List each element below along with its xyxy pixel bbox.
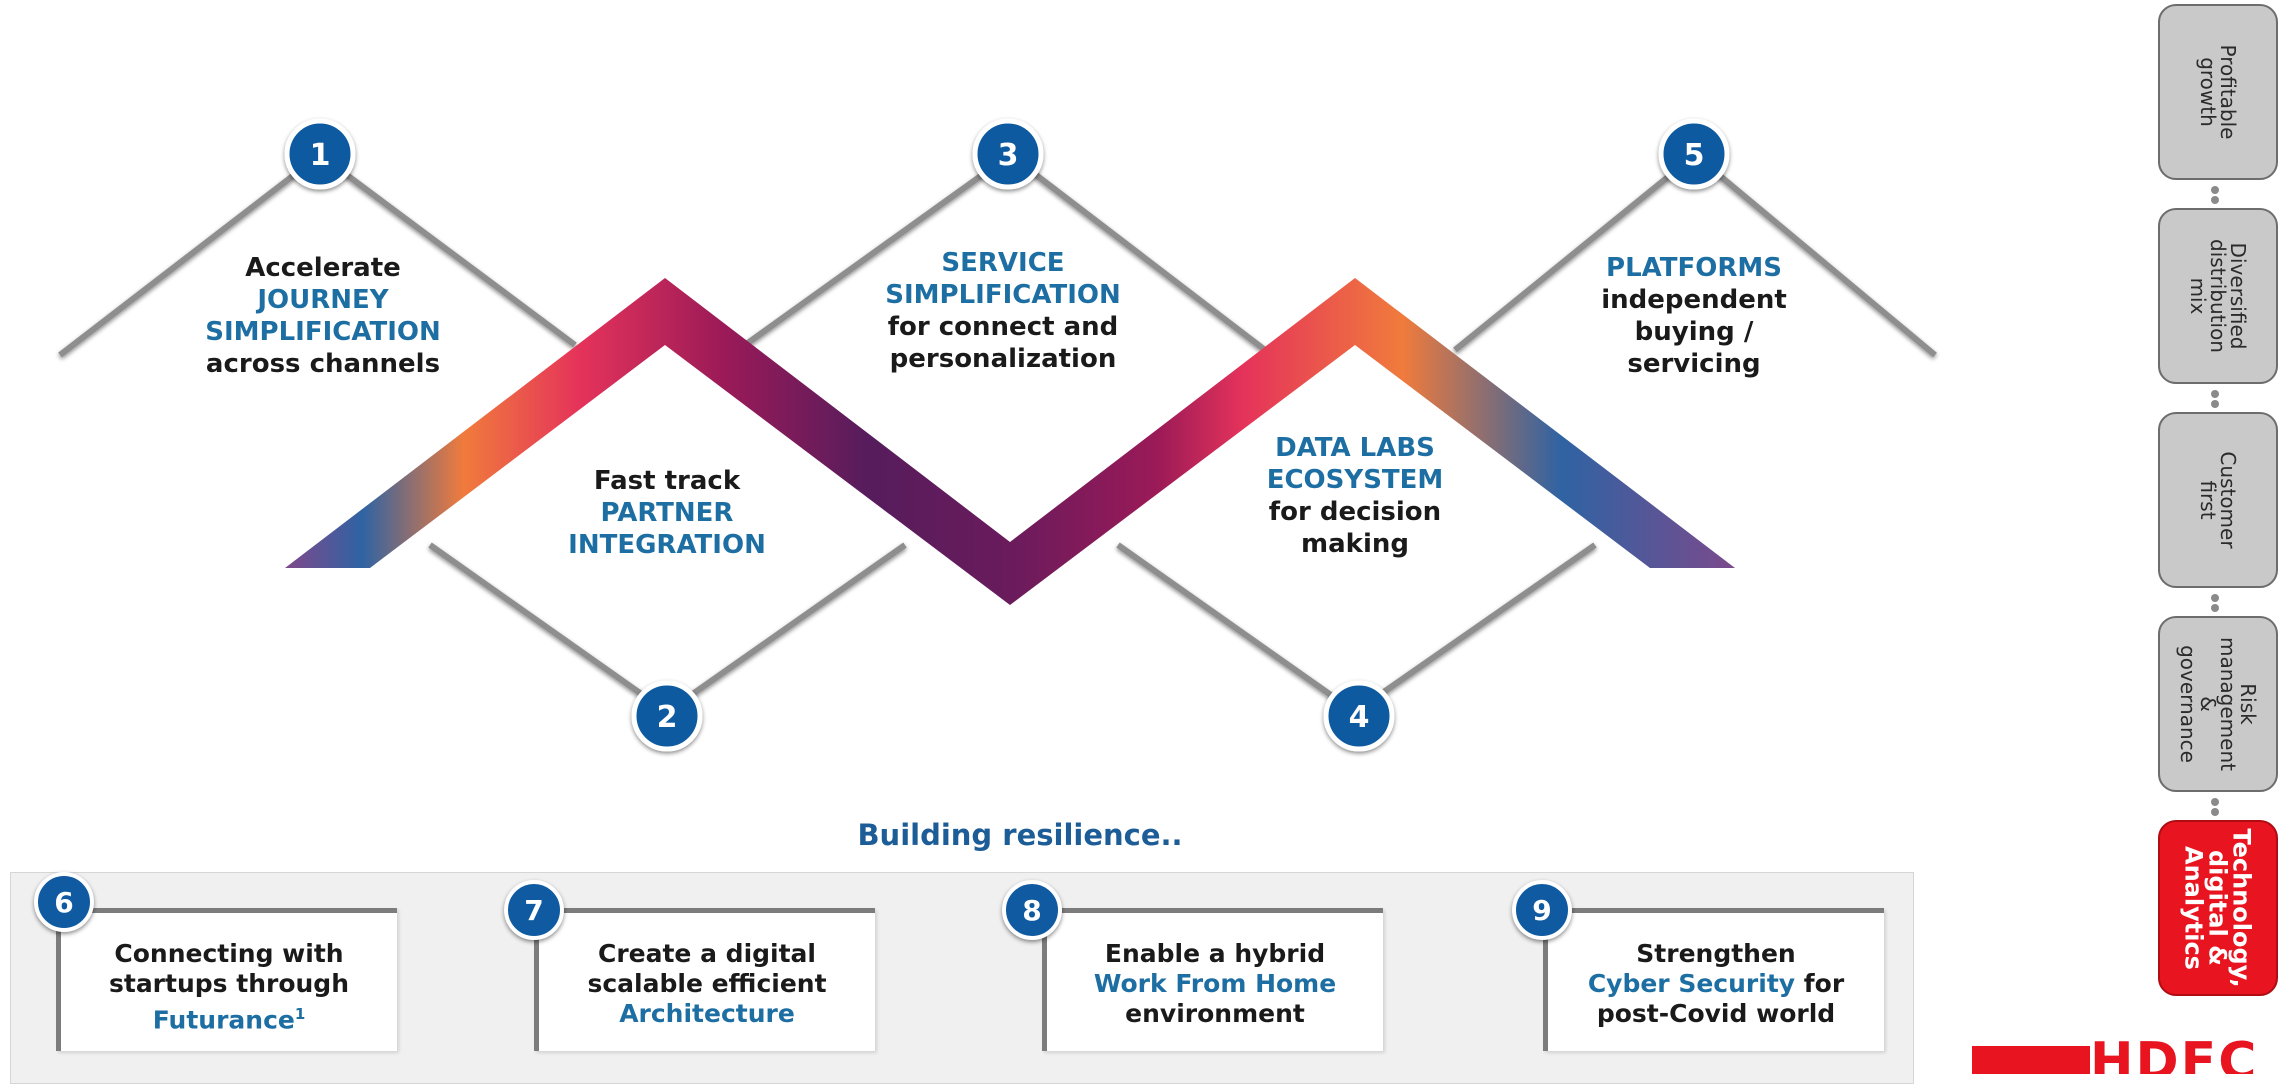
card-highlight: Cyber Security <box>1587 969 1796 998</box>
step-number-badge <box>1323 680 1395 752</box>
rail-connector-dot <box>2211 594 2219 602</box>
card-line: scalable efficient <box>587 969 827 998</box>
rail-tab-label: Profitable growth <box>2196 44 2240 140</box>
step-number-badge <box>1658 118 1730 190</box>
step-label-line: INTEGRATION <box>568 530 766 560</box>
step-label-line: SIMPLIFICATION <box>885 280 1120 310</box>
resilience-card-9: Strengthen Cyber Security for post-Covid… <box>1543 908 1884 1051</box>
step-number: 2 <box>657 700 678 735</box>
logo-text: HDFC <box>2090 1040 2259 1074</box>
step-label-line: across channels <box>206 349 440 379</box>
footnote-marker: 1 <box>294 1005 306 1023</box>
step-label-line: PLATFORMS <box>1606 253 1782 283</box>
rail-tab-profitable-growth[interactable]: Profitable growth <box>2158 4 2278 180</box>
card-text: Create a digital scalable efficient Arch… <box>539 939 875 1029</box>
step-label-line: DATA LABS <box>1275 433 1435 463</box>
step-label-line: PARTNER <box>601 498 734 528</box>
rail-tab-label: Technology, digital & Analytics <box>2180 828 2257 988</box>
rail-tab-technology[interactable]: Technology, digital & Analytics <box>2158 820 2278 996</box>
step-label-line: making <box>1301 529 1409 559</box>
rail-connector-dot <box>2211 808 2219 816</box>
rail-tab-risk-management[interactable]: Risk management & governance <box>2158 616 2278 792</box>
step-label-line: SERVICE <box>941 248 1064 278</box>
step-label-line: ECOSYSTEM <box>1267 465 1444 495</box>
rail-tab-customer-first[interactable]: Customer first <box>2158 412 2278 588</box>
step-number: 3 <box>998 138 1019 173</box>
step-label-line: servicing <box>1627 349 1760 379</box>
step-number: 4 <box>1349 700 1370 735</box>
rail-connector-dot <box>2211 186 2219 194</box>
card-line: startups through <box>108 969 349 998</box>
rail-tab-label: Diversified distribution mix <box>2186 239 2250 353</box>
rail-tab-label: Customer first <box>2196 451 2240 549</box>
step-number-badge <box>972 118 1044 190</box>
resilience-heading: Building resilience.. <box>857 818 1183 852</box>
card-line: post-Covid world <box>1596 999 1836 1028</box>
rail-connector-dot <box>2211 798 2219 806</box>
card-line: environment <box>1125 999 1305 1028</box>
rail-connector-dot <box>2211 390 2219 398</box>
card-number-badge: 8 <box>1002 880 1062 940</box>
card-highlight: Architecture <box>619 999 795 1028</box>
step-label-line: Fast track <box>594 466 741 496</box>
step-label-line: buying / <box>1635 317 1754 347</box>
step-label-line: for connect and <box>888 312 1119 342</box>
rail-tab-label: Risk management & governance <box>2176 637 2261 771</box>
step-number: 1 <box>310 138 331 173</box>
diamond-shapes <box>58 151 1937 716</box>
step-number: 5 <box>1684 138 1705 173</box>
card-line: Strengthen <box>1636 939 1796 968</box>
card-number-badge: 7 <box>504 880 564 940</box>
step-label-line: for decision <box>1269 497 1441 527</box>
card-line: Connecting with <box>114 939 344 968</box>
card-line: for <box>1795 969 1845 998</box>
card-line: Enable a hybrid <box>1104 939 1326 968</box>
card-text: Strengthen Cyber Security for post-Covid… <box>1548 939 1884 1029</box>
card-text: Enable a hybrid Work From Home environme… <box>1047 939 1383 1029</box>
step-label-line: Accelerate <box>245 253 401 283</box>
resilience-card-6: Connecting with startups through Futuran… <box>56 908 397 1051</box>
card-line: Create a digital <box>597 939 816 968</box>
resilience-card-8: Enable a hybrid Work From Home environme… <box>1042 908 1383 1051</box>
card-highlight: Work From Home <box>1093 969 1337 998</box>
card-number-badge: 9 <box>1512 880 1572 940</box>
step-label-line: personalization <box>890 344 1117 374</box>
rail-tab-diversified-distribution[interactable]: Diversified distribution mix <box>2158 208 2278 384</box>
step-label-line: JOURNEY <box>255 285 389 315</box>
resilience-card-7: Create a digital scalable efficient Arch… <box>534 908 875 1051</box>
step-label-line: independent <box>1601 285 1787 315</box>
rail-connector-dot <box>2211 196 2219 204</box>
rail-connector-dot <box>2211 604 2219 612</box>
step-number-badge <box>631 680 703 752</box>
logo-mark <box>1972 1046 2090 1074</box>
step-number-badge <box>284 118 356 190</box>
card-number-badge: 6 <box>34 872 94 932</box>
step-label-line: SIMPLIFICATION <box>205 317 440 347</box>
card-highlight: Futurance <box>152 1005 295 1035</box>
card-text: Connecting with startups through Futuran… <box>61 939 397 1035</box>
rail-connector-dot <box>2211 400 2219 408</box>
hdfc-logo: HDFC <box>1972 1040 2278 1074</box>
